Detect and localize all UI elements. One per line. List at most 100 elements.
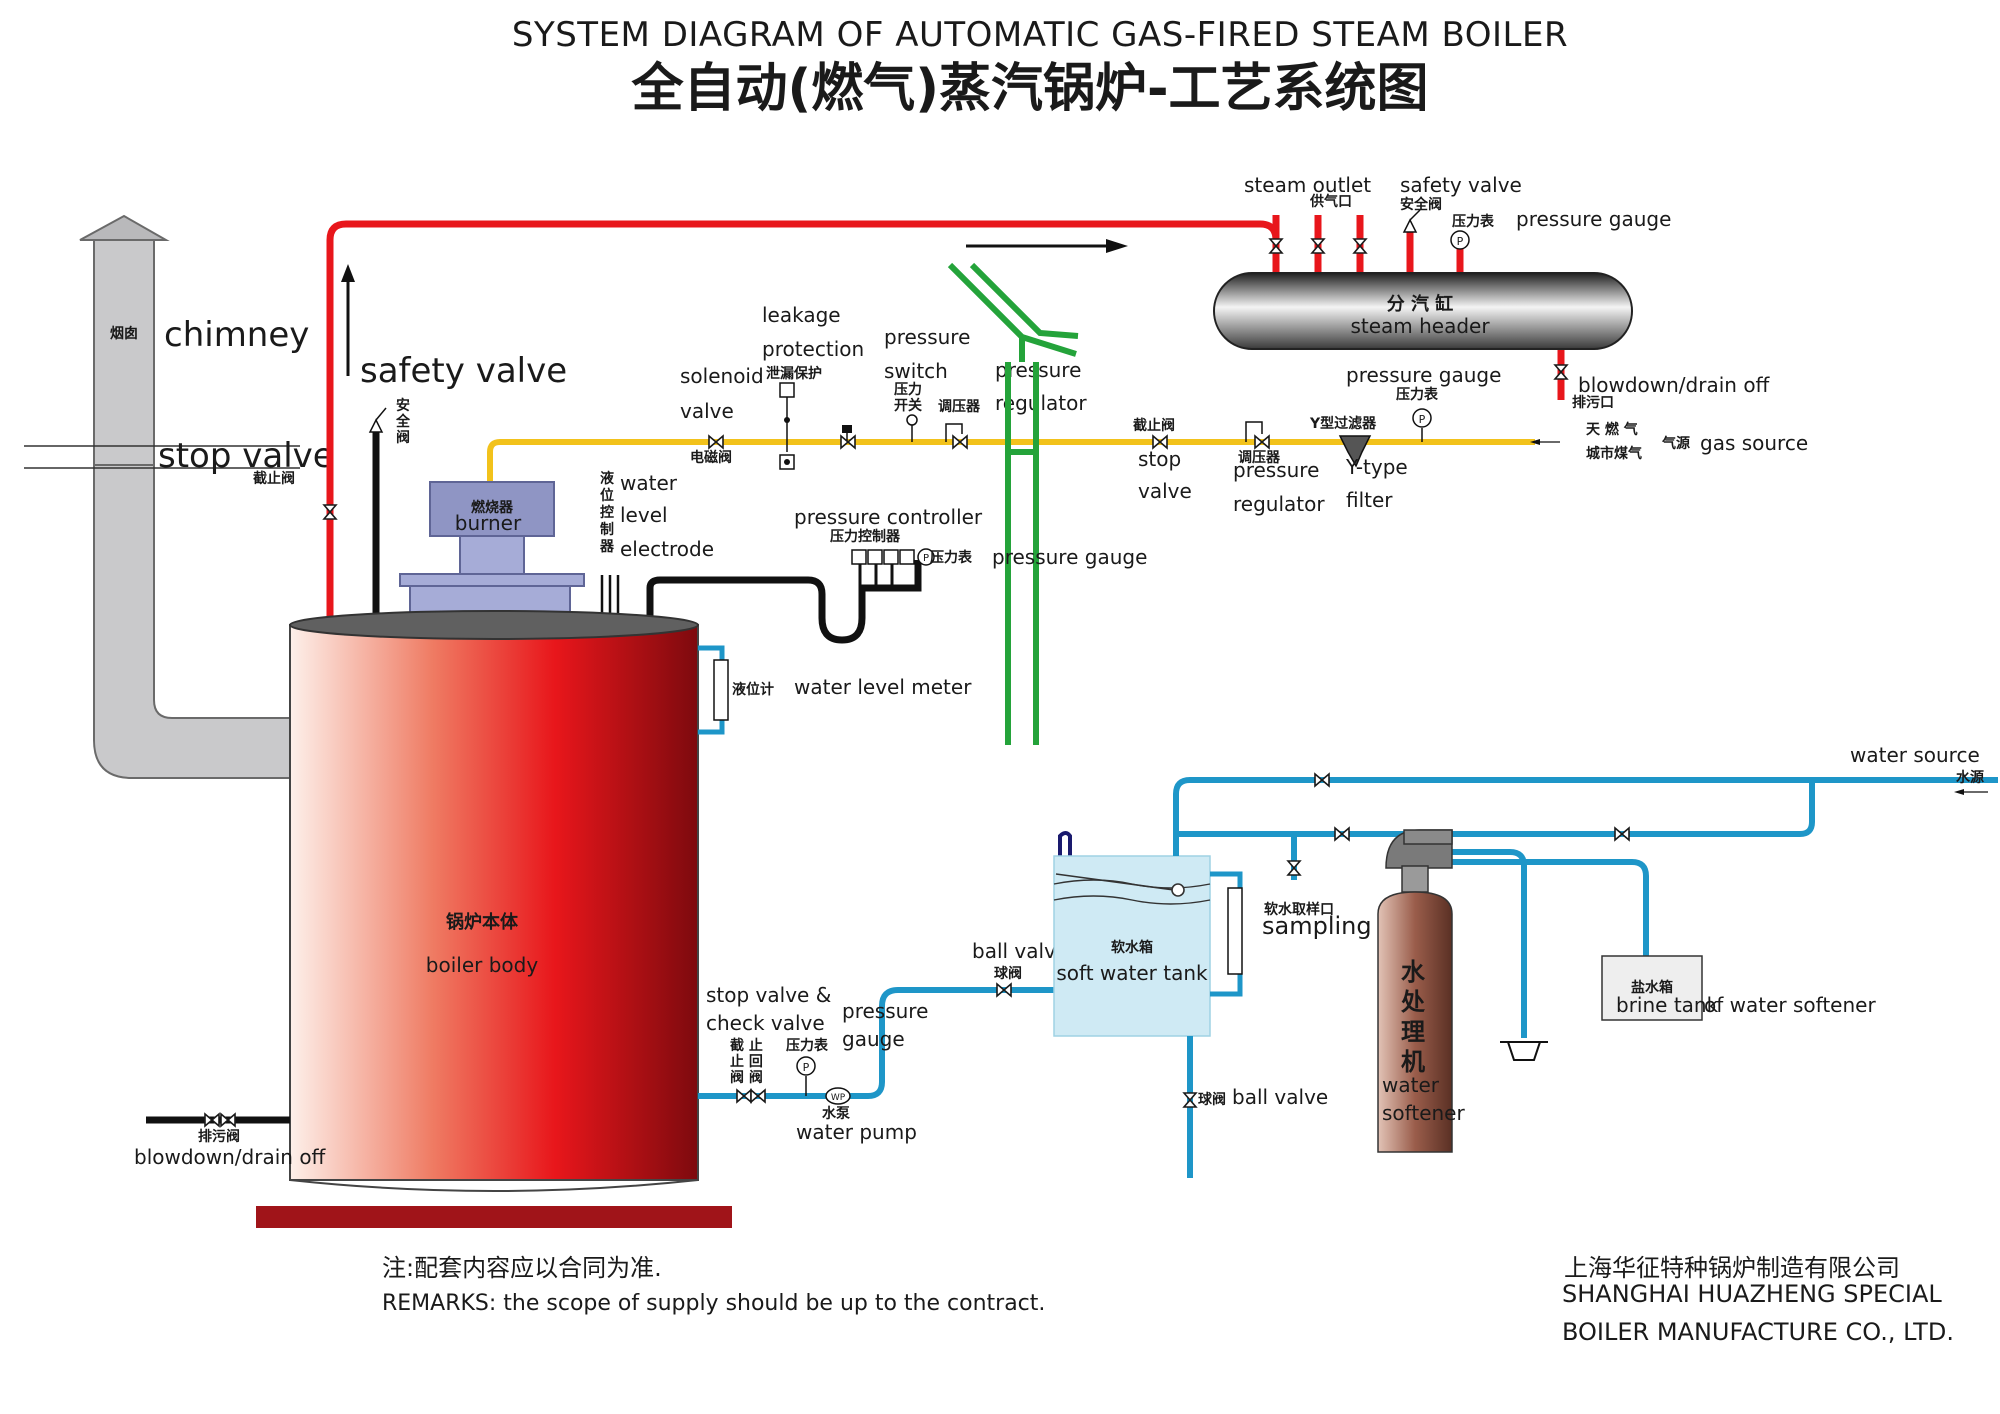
stop-check-valve-label-2: check valve xyxy=(706,1011,825,1035)
pressure-switch-label-zh: 压力 xyxy=(894,381,922,398)
gas-stop-valve-label: stop xyxy=(1138,447,1181,471)
flue-gas-pipe xyxy=(947,262,1079,745)
stop-check-valve-icon[interactable] xyxy=(736,1089,752,1103)
steam-header xyxy=(1213,272,1633,350)
regulator-2-valve-icon[interactable] xyxy=(1254,435,1270,449)
header-safety-valve-label-zh: 安全阀 xyxy=(1400,196,1442,213)
water-source-label: water source xyxy=(1850,743,1980,767)
water-level-electrode-label-2: level xyxy=(620,503,668,527)
pressure-regulator-2-label: pressure xyxy=(1233,458,1319,482)
feed-water-pipe xyxy=(698,987,1056,1099)
water-pump-label-zh: 水泵 xyxy=(822,1105,850,1122)
y-type-filter-label-2: filter xyxy=(1346,488,1393,512)
steam-outlet-label: steam outlet xyxy=(1244,173,1371,197)
header-pressure-gauge-icon: P xyxy=(1450,230,1470,250)
leakage-protection-label-2: protection xyxy=(762,337,864,361)
pump-pressure-gauge-label-2: gauge xyxy=(842,1027,905,1051)
stop-valve-label: stop valve xyxy=(158,436,334,476)
header-blowdown-label-zh: 排污口 xyxy=(1572,394,1614,411)
safety-valve-icon[interactable] xyxy=(368,407,387,433)
water-softener-label-zh: 水 处 理 机 xyxy=(1400,958,1426,1076)
steam-outlet-valve-icon[interactable] xyxy=(1269,238,1283,254)
pressure-regulator-2-icon[interactable] xyxy=(1245,421,1263,442)
svg-text:P: P xyxy=(1457,235,1464,248)
regulator-valve-icon[interactable] xyxy=(952,435,968,449)
gas-pressure-gauge-label-zh: 压力表 xyxy=(1396,386,1439,403)
pump-pressure-gauge-icon: P xyxy=(796,1056,816,1096)
leakage-protection-label-zh: 泄漏保护 xyxy=(766,365,822,382)
steam-header-label-zh: 分 汽 缸 xyxy=(1387,293,1454,315)
pressure-switch-label: pressure xyxy=(884,325,970,349)
gas-pressure-gauge-label: pressure gauge xyxy=(1346,363,1501,387)
pressure-regulator-2-label-zh: 调压器 xyxy=(1238,450,1281,466)
gas-source-label-zh-1: 天 燃 气 xyxy=(1586,421,1638,438)
ball-valve-icon[interactable] xyxy=(996,983,1012,997)
pressure-switch-icon[interactable] xyxy=(906,414,918,442)
pump-pressure-gauge-label: pressure xyxy=(842,999,928,1023)
steam-header-label: steam header xyxy=(1350,314,1490,338)
remark-zh: 注:配套内容应以合同为准. xyxy=(382,1254,662,1282)
header-pressure-gauge-label: pressure gauge xyxy=(1516,207,1671,231)
safety-valve-label: safety valve xyxy=(360,351,567,391)
water-level-electrode-label: water xyxy=(620,471,678,495)
gas-pipe xyxy=(487,439,1535,494)
stop-valve-label-zh: 截止阀 xyxy=(253,470,295,487)
supply-valve-icon[interactable] xyxy=(1614,827,1630,841)
burner xyxy=(399,481,585,617)
header-blowdown-valve-icon[interactable] xyxy=(1554,364,1568,380)
water-level-meter-label: water level meter xyxy=(794,675,972,699)
brine-tank-label-zh: 盐水箱 xyxy=(1631,979,1673,996)
pressure-regulator-icon[interactable] xyxy=(945,423,963,442)
gas-source-label-zh-3: 气源 xyxy=(1661,435,1690,452)
boiler-pressure-gauge-label-zh: 压力表 xyxy=(930,549,973,566)
gas-valve-icon[interactable] xyxy=(840,435,856,449)
header-blowdown-label: blowdown/drain off xyxy=(1578,373,1771,397)
company-name-zh: 上海华征特种锅炉制造有限公司 xyxy=(1564,1254,1900,1282)
svg-text:液: 液 xyxy=(600,470,615,487)
stop-check-valve-icon[interactable] xyxy=(750,1089,766,1103)
sampling-label-zh: 软水取样口 xyxy=(1264,901,1334,918)
svg-text:器: 器 xyxy=(599,539,615,555)
water-level-meter-label-zh: 液位计 xyxy=(732,681,774,698)
svg-text:P: P xyxy=(1419,413,1426,426)
blowdown-label-zh: 排污阀 xyxy=(198,1128,240,1145)
softener-inlet-valve-icon[interactable] xyxy=(1334,827,1350,841)
steam-outlet-valve-icon[interactable] xyxy=(1353,238,1367,254)
safety-valve-label-zh-2: 全 xyxy=(395,413,411,430)
safety-valve-label-zh-3: 阀 xyxy=(396,429,410,446)
leakage-protection-icon[interactable] xyxy=(779,382,795,470)
ball-valve-label: ball valve xyxy=(972,939,1068,963)
y-type-filter-label: Y-type xyxy=(1345,455,1408,479)
pressure-controller-pipe xyxy=(646,560,922,644)
chimney xyxy=(24,214,300,779)
steam-stop-valve-icon[interactable] xyxy=(323,504,337,520)
header-safety-valve-icon[interactable] xyxy=(1402,209,1421,233)
water-softener xyxy=(1377,829,1453,1153)
boiler-pressure-gauge-label: pressure gauge xyxy=(992,545,1147,569)
water-pump-icon[interactable]: WP xyxy=(825,1087,851,1105)
blowdown-valve-icon[interactable] xyxy=(220,1113,236,1127)
blowdown-valve-icon[interactable] xyxy=(204,1113,220,1127)
brine-tank-label-2: of water softener xyxy=(1704,993,1876,1017)
steam-outlet-label-zh: 供气口 xyxy=(1309,193,1352,210)
bypass-valve-icon[interactable] xyxy=(1314,773,1330,787)
tank-drain-valve-icon[interactable] xyxy=(1183,1092,1197,1108)
y-type-filter-icon[interactable] xyxy=(1338,435,1372,468)
tank-level-gauge-icon xyxy=(1227,887,1243,975)
pressure-regulator-2-label-2: regulator xyxy=(1233,492,1325,516)
stop-check-valve-label: stop valve & xyxy=(706,983,831,1007)
gas-stop-valve-label-zh: 截止阀 xyxy=(1133,417,1175,434)
water-source-pipe xyxy=(1173,777,1998,1038)
burner-label-zh: 燃烧器 xyxy=(471,499,514,516)
company-name-en: SHANGHAI HUAZHENG SPECIAL xyxy=(1562,1280,1942,1308)
pressure-controller-label-zh: 压力控制器 xyxy=(830,528,901,545)
sampling-valve-icon[interactable] xyxy=(1287,860,1301,876)
chimney-label: chimney xyxy=(164,315,309,355)
tank-inlet-hook xyxy=(1058,831,1072,856)
solenoid-valve-icon[interactable] xyxy=(708,435,724,449)
steam-outlet-valve-icon[interactable] xyxy=(1311,238,1325,254)
tank-ball-valve-label: ball valve xyxy=(1232,1085,1328,1109)
gas-source-label-zh-2: 城市煤气 xyxy=(1586,445,1642,462)
pressure-controller-label: pressure controller xyxy=(794,505,983,529)
